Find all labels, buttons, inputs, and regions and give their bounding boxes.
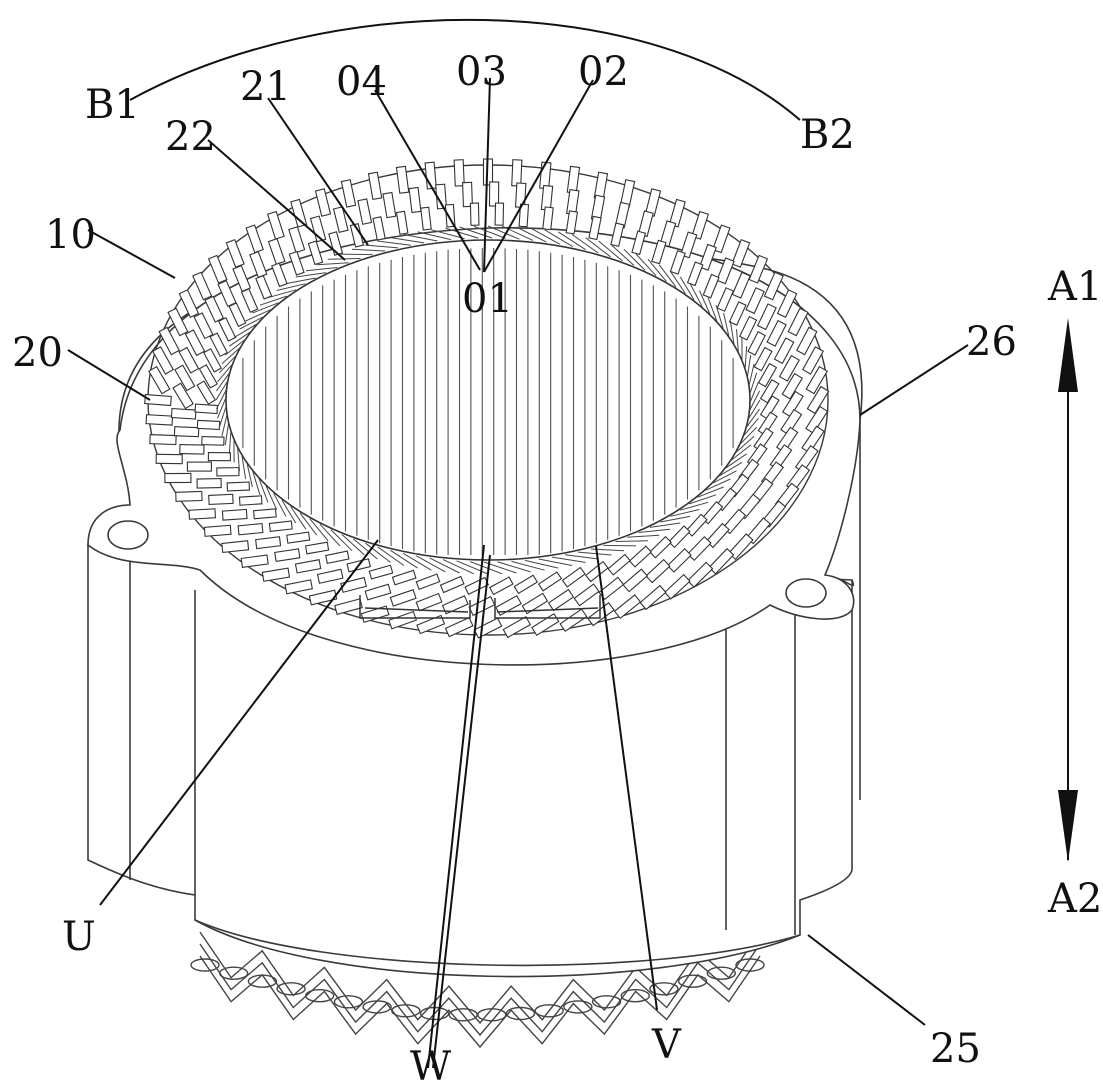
hairpin-terminal	[567, 190, 579, 215]
winding-loop	[564, 1001, 592, 1013]
hairpin-terminal	[204, 525, 231, 536]
hairpin-terminal	[383, 193, 396, 218]
hairpin-terminal	[540, 162, 551, 189]
hairpin-terminal	[222, 541, 249, 553]
hairpin-terminal	[543, 207, 553, 230]
hairpin-terminal	[409, 188, 421, 213]
twist-strand	[616, 541, 648, 542]
hairpin-terminal	[174, 427, 198, 437]
winding-loop	[392, 1005, 420, 1017]
hairpin-terminal	[567, 166, 579, 193]
hairpin-terminal	[202, 437, 224, 446]
label-a2: A2	[1047, 876, 1102, 922]
hairpin-terminal	[470, 203, 479, 225]
hairpin-terminal	[209, 494, 233, 504]
hairpin-terminal	[226, 240, 244, 267]
hairpin-terminal	[495, 203, 503, 225]
hairpin-terminal	[254, 509, 277, 519]
hairpin-terminal	[311, 216, 326, 242]
hairpin-terminal	[250, 252, 267, 278]
label-04: 04	[336, 59, 387, 105]
hairpin-terminal	[195, 404, 217, 413]
hairpin-terminal	[489, 182, 498, 206]
label-03: 03	[456, 49, 507, 95]
hairpin-terminal	[358, 199, 372, 224]
hairpin-terminal	[732, 240, 750, 267]
arrow-down-icon	[1058, 790, 1078, 862]
label-10: 10	[45, 212, 96, 258]
hairpin-terminal	[150, 435, 176, 445]
label-25: 25	[930, 1026, 981, 1072]
hairpin-terminal	[176, 491, 202, 501]
hairpin-terminal	[246, 225, 263, 253]
label-v: V	[651, 1022, 682, 1068]
hairpin-terminal	[397, 211, 408, 234]
hairpin-terminal	[209, 255, 227, 282]
label-02: 02	[578, 49, 629, 95]
hairpin-terminal	[269, 521, 292, 531]
hairpin-terminal	[268, 212, 284, 240]
twist-strand	[340, 254, 373, 255]
hairpin-terminal	[373, 217, 385, 240]
label-20: 20	[12, 330, 63, 376]
label-01: 01	[462, 276, 513, 322]
leader-25	[808, 935, 925, 1025]
label-b1: B1	[85, 82, 140, 128]
hairpin-terminal	[512, 160, 522, 186]
hairpin-terminal	[208, 453, 230, 461]
hairpin-terminal	[217, 468, 239, 476]
label-a1: A1	[1047, 264, 1102, 310]
hairpin-terminal	[396, 166, 408, 193]
winding-loop	[736, 959, 764, 971]
hairpin-terminal	[156, 454, 182, 463]
label-26: 26	[966, 319, 1017, 365]
hairpin-terminal	[193, 272, 212, 299]
hairpin-terminal	[197, 479, 221, 489]
hairpin-terminal	[238, 524, 263, 535]
hairpin-terminal	[197, 420, 219, 429]
hairpin-terminal	[189, 509, 215, 519]
winding-loop	[334, 996, 362, 1008]
hairpin-terminal	[222, 509, 247, 520]
winding-loop	[363, 1001, 391, 1013]
hairpin-terminal	[187, 462, 211, 471]
hairpin-terminal	[171, 409, 196, 419]
label-w: W	[410, 1044, 451, 1087]
hairpin-terminal	[239, 496, 261, 505]
hairpin-terminal	[289, 227, 305, 253]
label-21: 21	[240, 64, 291, 110]
hairpin-terminal	[165, 473, 191, 482]
hairpin-terminal	[180, 445, 204, 455]
leader-10	[88, 230, 175, 278]
hairpin-terminal	[179, 290, 198, 317]
winding-loop	[220, 967, 248, 979]
twist-strand	[603, 545, 636, 546]
winding-loop	[478, 1009, 506, 1021]
label-u: U	[62, 914, 96, 960]
hairpin-terminal	[269, 239, 285, 265]
hairpin-terminal	[146, 415, 172, 425]
hairpin-terminal	[227, 482, 249, 491]
hairpin-terminal	[291, 199, 307, 226]
winding-loop	[248, 975, 276, 987]
label-b2: B2	[800, 112, 855, 158]
arrow-up-icon	[1058, 318, 1078, 392]
hairpin-terminal	[368, 172, 381, 199]
hairpin-terminal	[421, 207, 431, 230]
label-22: 22	[165, 114, 216, 160]
leader-26	[860, 345, 968, 415]
